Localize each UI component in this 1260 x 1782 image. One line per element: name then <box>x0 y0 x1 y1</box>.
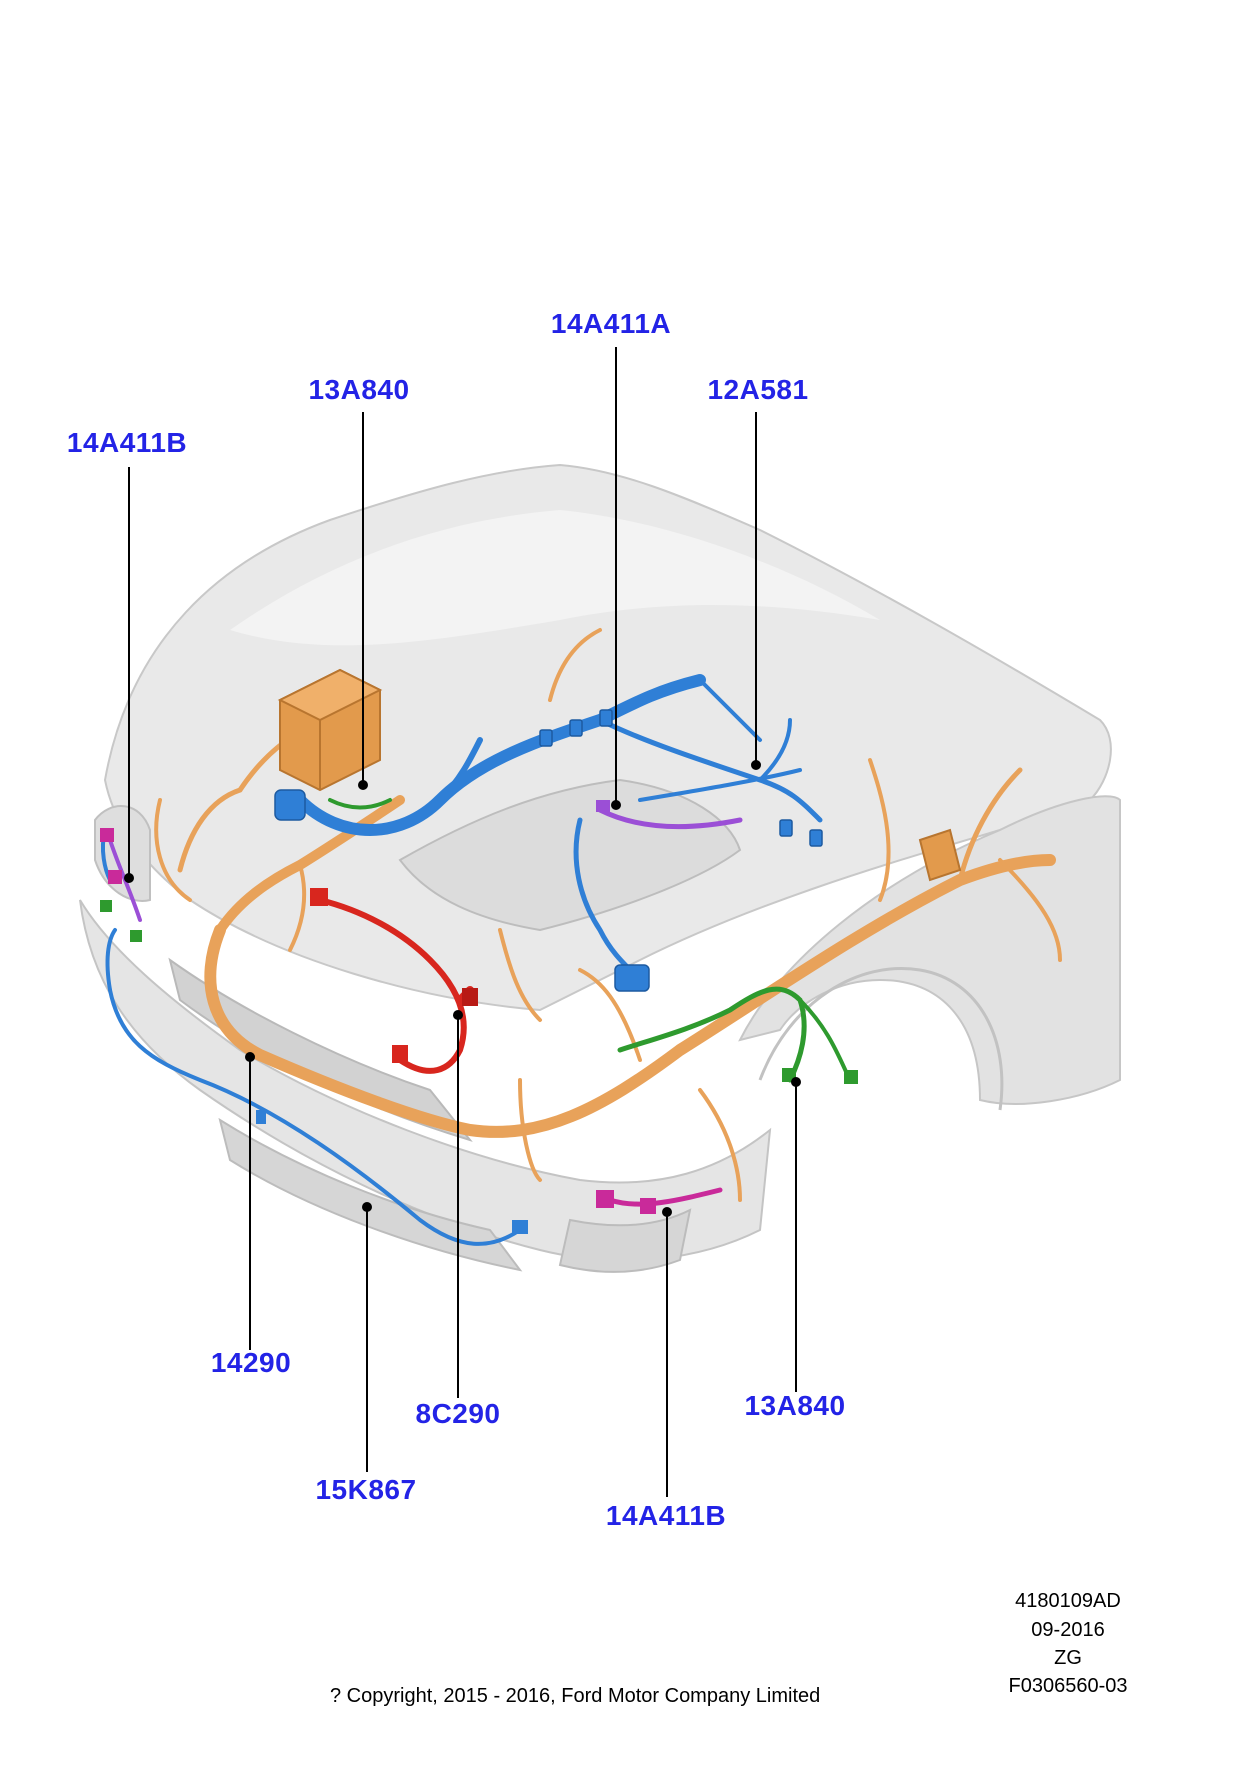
diagram-initials: ZG <box>1054 1647 1082 1669</box>
right-lower-grille <box>558 1208 692 1273</box>
callout-15K867: 15K867 <box>315 1474 417 1505</box>
fuse-box <box>277 668 383 792</box>
blue-connectors <box>274 709 823 992</box>
hood-highlight <box>230 510 880 646</box>
battery-cable-red <box>310 888 478 1074</box>
magenta-harness <box>596 1187 723 1214</box>
callout-14A411A: 14A411A <box>550 308 672 339</box>
copyright-notice: ? Copyright, 2015 - 2016, Ford Motor Com… <box>330 1685 821 1707</box>
callout-14A411B-left: 14A411B <box>66 427 188 458</box>
lower-grille <box>218 1117 523 1272</box>
engine-harness-blue <box>294 674 823 983</box>
callout-8C290: 8C290 <box>415 1398 501 1429</box>
vehicle-body <box>79 463 1121 1273</box>
figure-number: F0306560-03 <box>1008 1675 1128 1697</box>
purple-harness <box>596 800 743 830</box>
bumper-harness-blue <box>105 928 528 1246</box>
wheel-arch <box>758 967 1004 1111</box>
diagram-date: 09-2016 <box>1031 1619 1105 1641</box>
right-module <box>918 828 962 882</box>
callout-14290: 14290 <box>210 1347 292 1378</box>
callout-13A840-bottom: 13A840 <box>744 1390 846 1421</box>
leader-lines <box>128 347 797 1497</box>
callout-12A581: 12A581 <box>707 374 809 405</box>
callout-13A840-top: 13A840 <box>308 374 410 405</box>
diagram-code: 4180109AD <box>1015 1590 1121 1612</box>
right-fender <box>738 795 1121 1105</box>
main-harness-14290 <box>154 628 1062 1202</box>
left-harness <box>100 828 142 922</box>
green-harness <box>100 798 858 1084</box>
callout-14A411B-bottom: 14A411B <box>605 1500 727 1531</box>
leader-dots <box>124 760 801 1217</box>
engine-cover <box>398 778 742 932</box>
